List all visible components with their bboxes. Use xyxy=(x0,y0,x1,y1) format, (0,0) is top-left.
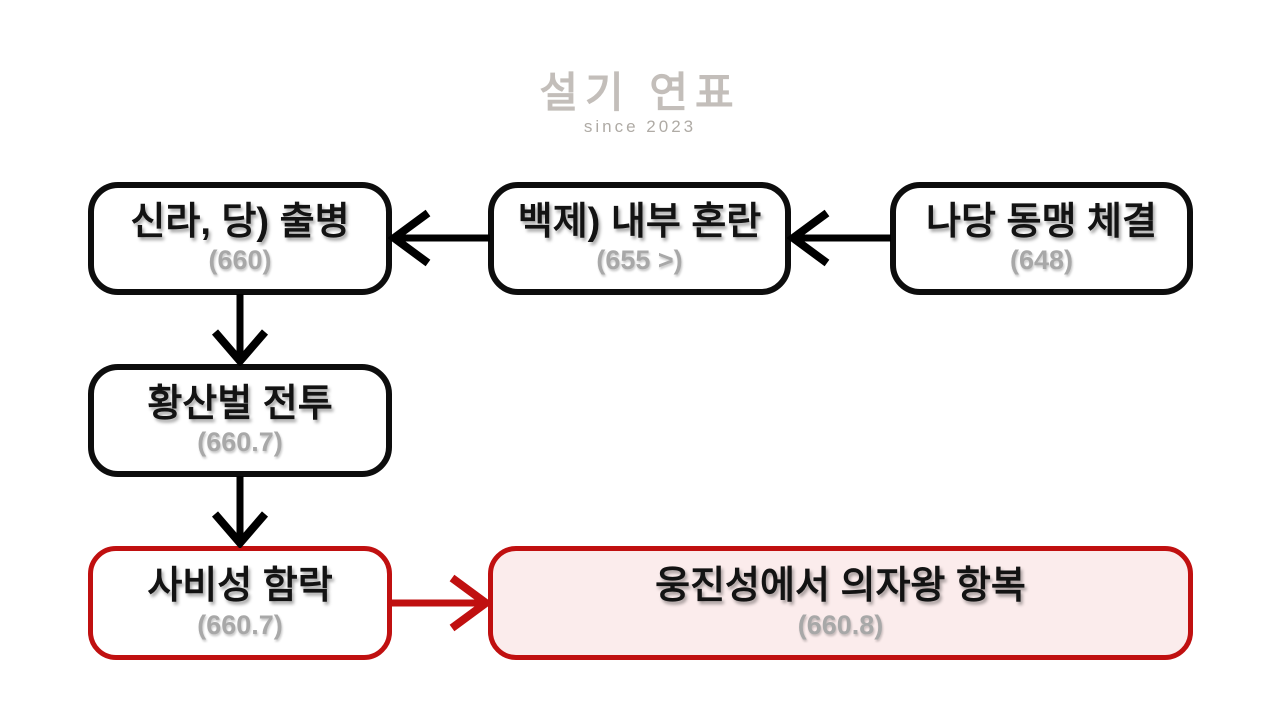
arrow-hwangsanbeol-to-sabi-icon xyxy=(211,476,269,548)
arrow-turmoil-to-sortie-icon xyxy=(388,209,490,267)
node-label: 신라, 당) 출병 xyxy=(130,200,350,243)
node-label: 사비성 함락 xyxy=(147,565,333,608)
watermark-subtitle: since 2023 xyxy=(583,117,697,136)
node-ungjin-uija-surrender: 웅진성에서 의자왕 항복 (660.8) xyxy=(488,546,1193,660)
node-sabi-fortress-fall: 사비성 함락 (660.7) xyxy=(88,546,392,660)
node-hwangsanbeol-battle: 황산벌 전투 (660.7) xyxy=(88,364,392,477)
node-label: 웅진성에서 의자왕 항복 xyxy=(655,565,1026,608)
node-silla-tang-sortie: 신라, 당) 출병 (660) xyxy=(88,182,392,295)
arrow-alliance-to-turmoil-icon xyxy=(787,209,891,267)
arrow-sortie-to-hwangsanbeol-icon xyxy=(211,294,269,366)
node-label: 나당 동맹 체결 xyxy=(926,200,1157,243)
node-year: (660.7) xyxy=(197,609,283,640)
node-year: (660) xyxy=(208,245,272,276)
arrow-sabi-to-ungjin-icon xyxy=(392,574,492,632)
node-year: (655 >) xyxy=(596,245,683,276)
node-silla-tang-alliance: 나당 동맹 체결 (648) xyxy=(890,182,1193,295)
node-year: (648) xyxy=(1009,245,1074,276)
node-year: (660.7) xyxy=(197,427,283,458)
node-label: 백제) 내부 혼란 xyxy=(517,200,762,243)
node-baekje-internal-turmoil: 백제) 내부 혼란 (655 >) xyxy=(488,182,791,295)
node-label: 황산벌 전투 xyxy=(147,382,333,425)
node-year: (660.8) xyxy=(797,609,884,640)
watermark: 설기 연표 since 2023 xyxy=(0,69,1280,136)
watermark-title: 설기 연표 xyxy=(539,69,741,116)
